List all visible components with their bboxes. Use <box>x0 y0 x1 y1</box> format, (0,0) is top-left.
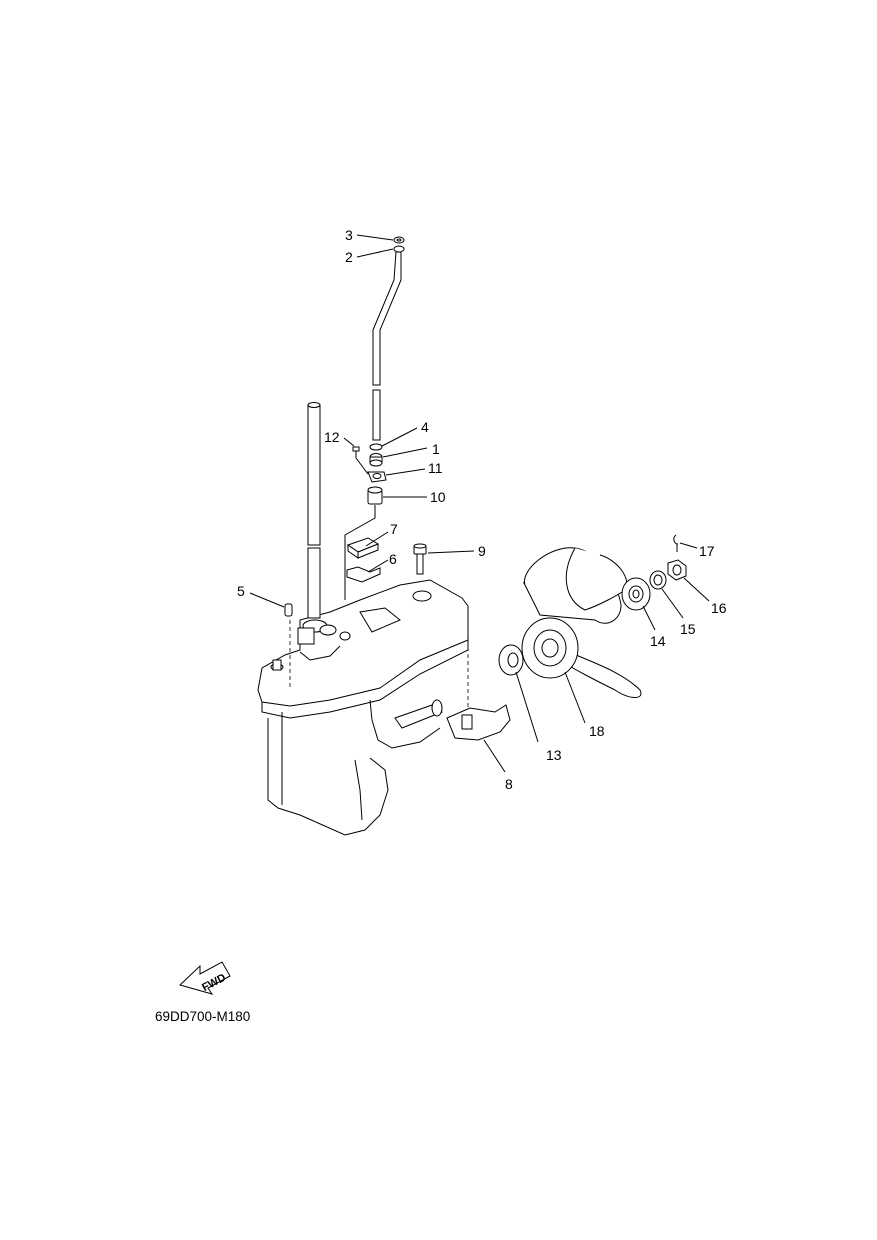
callout-9: 9 <box>478 543 486 559</box>
grommet-4 <box>369 443 383 451</box>
callout-18: 18 <box>589 723 605 739</box>
bolt-9 <box>413 543 427 575</box>
thrust-washer-13 <box>498 644 524 676</box>
cotter-pin-17 <box>673 534 679 552</box>
nut-16 <box>667 559 687 581</box>
grommet-3 <box>393 236 405 244</box>
clamp-11 <box>367 471 387 483</box>
propeller-18 <box>521 547 642 698</box>
screw-12 <box>352 446 360 458</box>
drawing-code: 69DD700-M180 <box>155 1009 250 1024</box>
water-tube <box>372 251 402 441</box>
collar-10 <box>367 486 383 505</box>
anode-7 <box>346 537 380 559</box>
callout-12: 12 <box>324 429 340 445</box>
callout-15: 15 <box>680 621 696 637</box>
callout-16: 16 <box>711 600 727 616</box>
fwd-arrow-icon: FWD <box>179 961 231 995</box>
callout-14: 14 <box>650 633 666 649</box>
spacer-14 <box>621 577 651 611</box>
drive-shaft <box>307 402 321 619</box>
callouts: 1 2 3 4 5 6 7 8 9 10 11 12 13 14 15 16 1… <box>237 227 727 792</box>
dowel-pin-5 <box>284 603 293 617</box>
callout-13: 13 <box>546 747 562 763</box>
callout-3: 3 <box>345 227 353 243</box>
callout-10: 10 <box>430 489 446 505</box>
callout-4: 4 <box>421 419 429 435</box>
lower-unit-housing <box>257 579 469 836</box>
anode-6 <box>346 566 381 583</box>
leader-lines <box>249 234 710 773</box>
callout-1: 1 <box>432 441 440 457</box>
callout-2: 2 <box>345 249 353 265</box>
anode-8 <box>446 704 511 741</box>
callout-17: 17 <box>699 543 715 559</box>
seal-1 <box>369 453 383 467</box>
washer-15 <box>649 570 667 590</box>
callout-5: 5 <box>237 583 245 599</box>
callout-8: 8 <box>505 776 513 792</box>
callout-6: 6 <box>389 551 397 567</box>
seal-2 <box>393 245 405 253</box>
callout-7: 7 <box>390 521 398 537</box>
callout-11: 11 <box>428 460 443 476</box>
